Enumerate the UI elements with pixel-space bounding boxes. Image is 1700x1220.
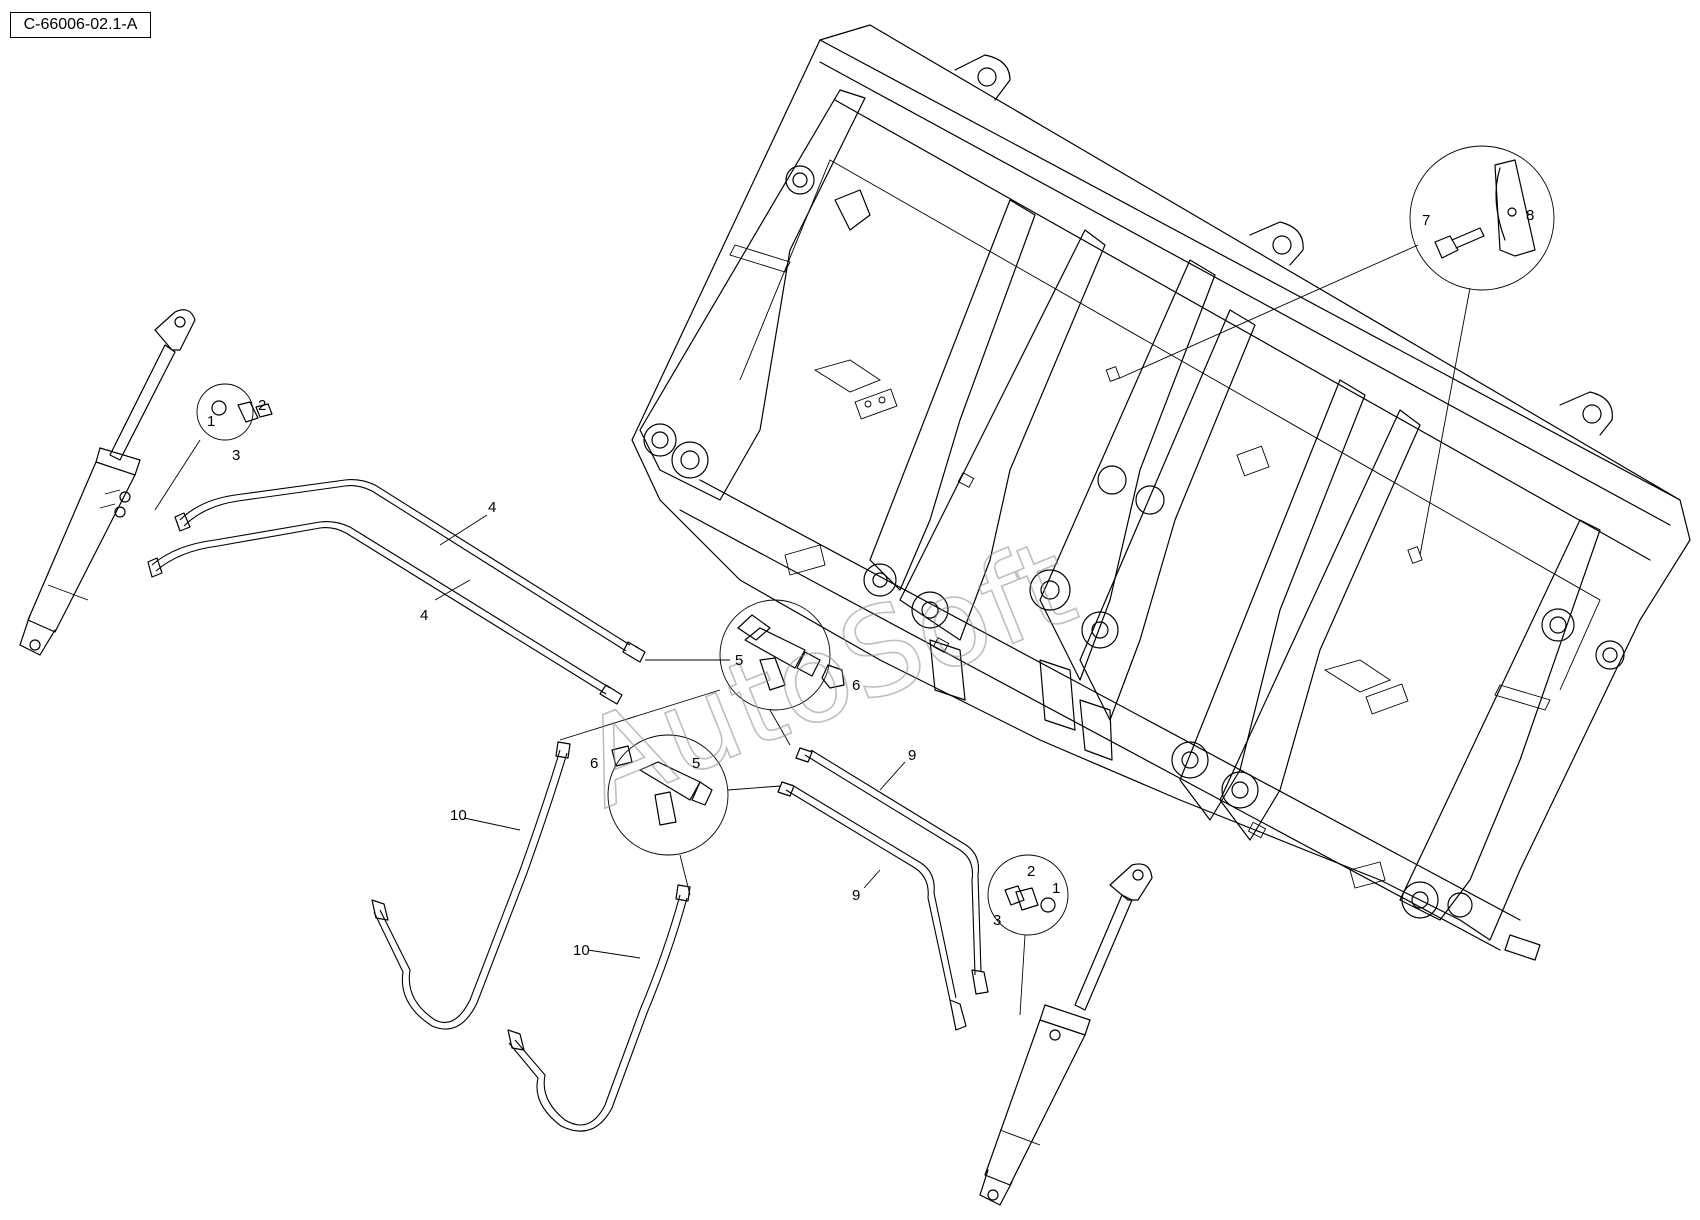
callout-10-lower: 10 [573,942,590,959]
right-hydraulic-cylinder [979,863,1153,1206]
hose-4 [147,479,730,705]
hose-10 [371,741,691,1132]
drawing-reference-label: C-66006-02.1-A [10,12,151,38]
callout-8: 8 [1526,207,1534,224]
hose-9 [777,747,989,1031]
callout-1-right: 1 [1052,880,1060,897]
bolt-bracket-detail [1119,145,1555,556]
callout-6-upper: 6 [852,677,860,694]
callout-3-right: 3 [993,912,1001,929]
callout-leaders [434,514,906,959]
fitting-detail-left [154,383,273,511]
tee-fitting-detail-upper [559,599,845,746]
callout-4-upper: 4 [488,499,496,516]
callout-5-upper: 5 [735,652,743,669]
callout-6-lower: 6 [590,755,598,772]
fitting-detail-right [987,854,1069,1016]
left-hydraulic-cylinder [19,309,196,656]
callout-7: 7 [1422,212,1430,229]
callout-3-left: 3 [232,447,240,464]
callout-1-left: 1 [207,413,215,430]
callout-4-lower: 4 [420,607,428,624]
tee-fitting-detail-lower [607,734,781,896]
callout-10-upper: 10 [450,807,467,824]
callout-5-lower: 5 [692,755,700,772]
callout-2-right: 2 [1027,863,1035,880]
watermark-text: AutoSoft [563,514,1093,836]
callout-numbers: 1 2 3 4 4 5 6 6 5 7 8 9 9 10 10 1 2 3 [207,207,1534,959]
callout-9-lower: 9 [852,887,860,904]
loader-bucket [631,24,1691,961]
callout-2-left: 2 [258,397,266,414]
callout-9-upper: 9 [908,747,916,764]
